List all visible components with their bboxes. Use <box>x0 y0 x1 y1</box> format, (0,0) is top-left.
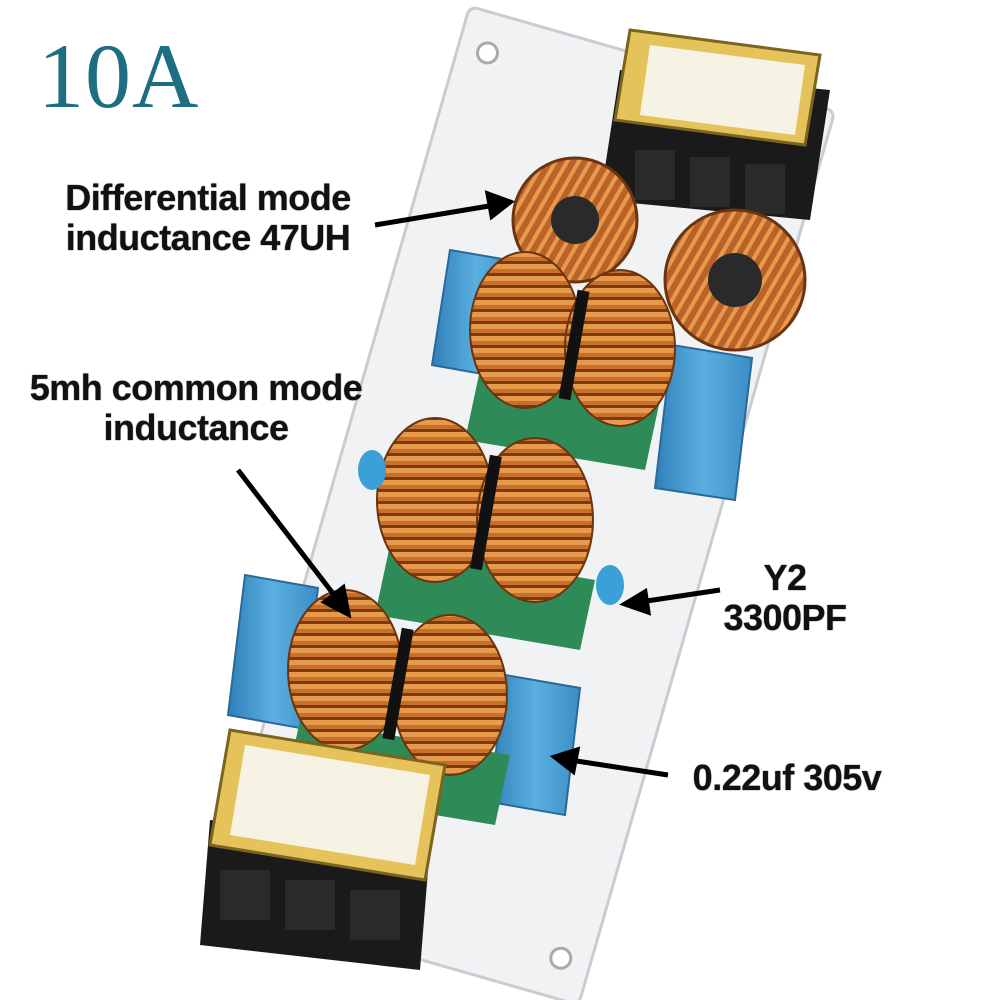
differential-toroid-1 <box>511 156 639 284</box>
current-rating-title: 10A <box>38 25 200 127</box>
x-capacitor-callout: 0.22uf 305v <box>672 757 902 798</box>
differential-mode-line1: Differential mode <box>65 177 351 218</box>
common-mode-choke-1 <box>465 251 676 470</box>
callout-arrows <box>236 190 721 778</box>
differential-mode-line2: inductance 47UH <box>65 217 351 259</box>
differential-toroid-2 <box>663 208 807 352</box>
input-terminal-block <box>600 28 830 220</box>
common-mode-line2: inductance <box>103 407 289 449</box>
differential-mode-callout: Differential mode inductance 47UH <box>38 177 378 259</box>
y2-line1: Y2 <box>763 557 807 598</box>
common-mode-choke-2 <box>375 417 595 650</box>
common-mode-line1: 5mh common mode <box>29 367 363 408</box>
y2-capacitor-callout: Y2 3300PF <box>700 557 870 639</box>
y2-capacitors <box>358 450 624 605</box>
x-capacitor-label: 0.22uf 305v <box>692 757 882 798</box>
output-terminal-block <box>200 728 447 970</box>
y2-line2: 3300PF <box>723 597 847 639</box>
common-mode-callout: 5mh common mode inductance <box>6 367 386 449</box>
